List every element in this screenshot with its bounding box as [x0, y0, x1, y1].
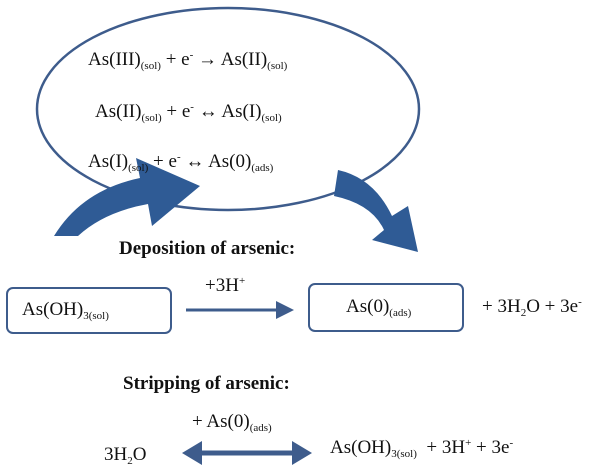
r2-lhs-sub: (sol): [141, 112, 162, 124]
stripping-arrow-label-text: + As(0): [192, 411, 250, 432]
r2-e-sup: -: [190, 101, 194, 113]
r2-lhs: As(II): [95, 101, 142, 122]
r3-lhs: As(I): [88, 151, 129, 172]
r1-arrow: →: [193, 49, 221, 70]
deposition-reactant-sub: 3(sol): [83, 310, 109, 322]
r3-plus-e: + e: [148, 151, 177, 172]
r2-arrow: ↔: [193, 101, 222, 122]
r2-rhs-sub: (sol): [261, 112, 282, 124]
deposition-arrow-label-text: +3H: [205, 275, 239, 296]
deposition-reactant-box: [6, 287, 172, 334]
curved-arrow-left: [2, 158, 200, 236]
r2-rhs: As(I): [221, 101, 262, 122]
deposition-reactant-text: As(OH): [22, 299, 84, 320]
stripping-product-sup: +: [465, 437, 472, 449]
deposition-byproducts-mid: O + 3e: [526, 296, 579, 317]
deposition-arrow-label: +3H+: [205, 275, 246, 296]
r3-rhs-sub: (ads): [251, 162, 274, 174]
deposition-arrow-head: [276, 301, 294, 319]
r1-e-sup: -: [189, 49, 194, 61]
deposition-byproducts-sub: 2: [520, 307, 527, 319]
r3-arrow: ↔: [180, 151, 209, 172]
stripping-reactant-sub: 2: [127, 455, 133, 467]
deposition-product: As(0)(ads): [346, 297, 411, 319]
deposition-product-box: [308, 283, 464, 332]
deposition-byproducts: + 3H2O + 3e-: [482, 297, 582, 319]
stripping-product-text: As(OH): [330, 437, 392, 458]
r1-rhs-sub: (sol): [267, 60, 288, 72]
deposition-product-sub: (ads): [389, 307, 412, 319]
r3-lhs-sub: (sol): [128, 162, 149, 174]
r1-lhs-sub: (sol): [140, 60, 161, 72]
r2-plus-e: + e: [161, 101, 191, 122]
deposition-byproducts-text: + 3H: [482, 296, 521, 317]
stripping-products: As(OH)3(sol) + 3H+ + 3e-: [330, 438, 513, 460]
stripping-product-sup2: -: [509, 437, 514, 449]
stripping-heading: Stripping of arsenic:: [123, 373, 290, 394]
stripping-reactant: 3H2O: [104, 445, 146, 467]
stripping-product-mid2: + 3e: [471, 437, 510, 458]
deposition-reactant: As(OH)3(sol): [22, 300, 109, 322]
r1-lhs: As(III): [88, 49, 141, 70]
stripping-product-sub: 3(sol): [391, 448, 417, 460]
stripping-arrow-label-sub: (ads): [249, 422, 272, 434]
curved-arrow-right: [334, 170, 418, 252]
stripping-reactant-end: O: [132, 444, 147, 465]
r3-rhs: As(0): [208, 151, 252, 172]
reaction-ellipse: [35, 6, 421, 212]
reaction-3: As(I)(sol) + e- ↔ As(0)(ads): [88, 152, 273, 174]
deposition-heading: Deposition of arsenic:: [119, 238, 296, 259]
stripping-reactant-text: 3H: [104, 444, 128, 465]
reaction-2: As(II)(sol) + e- ↔ As(I)(sol): [95, 102, 282, 124]
stripping-arrow-head-right: [292, 441, 312, 465]
reaction-1: As(III)(sol) + e- → As(II)(sol): [88, 50, 287, 72]
stripping-product-mid: + 3H: [416, 437, 466, 458]
r1-rhs: As(II): [220, 49, 268, 70]
deposition-arrow-label-sup: +: [238, 275, 246, 287]
r1-plus-e: + e: [160, 49, 190, 70]
stripping-arrow-label: + As(0)(ads): [192, 412, 272, 434]
r3-e-sup: -: [176, 151, 181, 163]
deposition-product-text: As(0): [346, 296, 390, 317]
deposition-byproducts-sup: -: [578, 296, 582, 308]
stripping-arrow-head-left: [182, 441, 202, 465]
